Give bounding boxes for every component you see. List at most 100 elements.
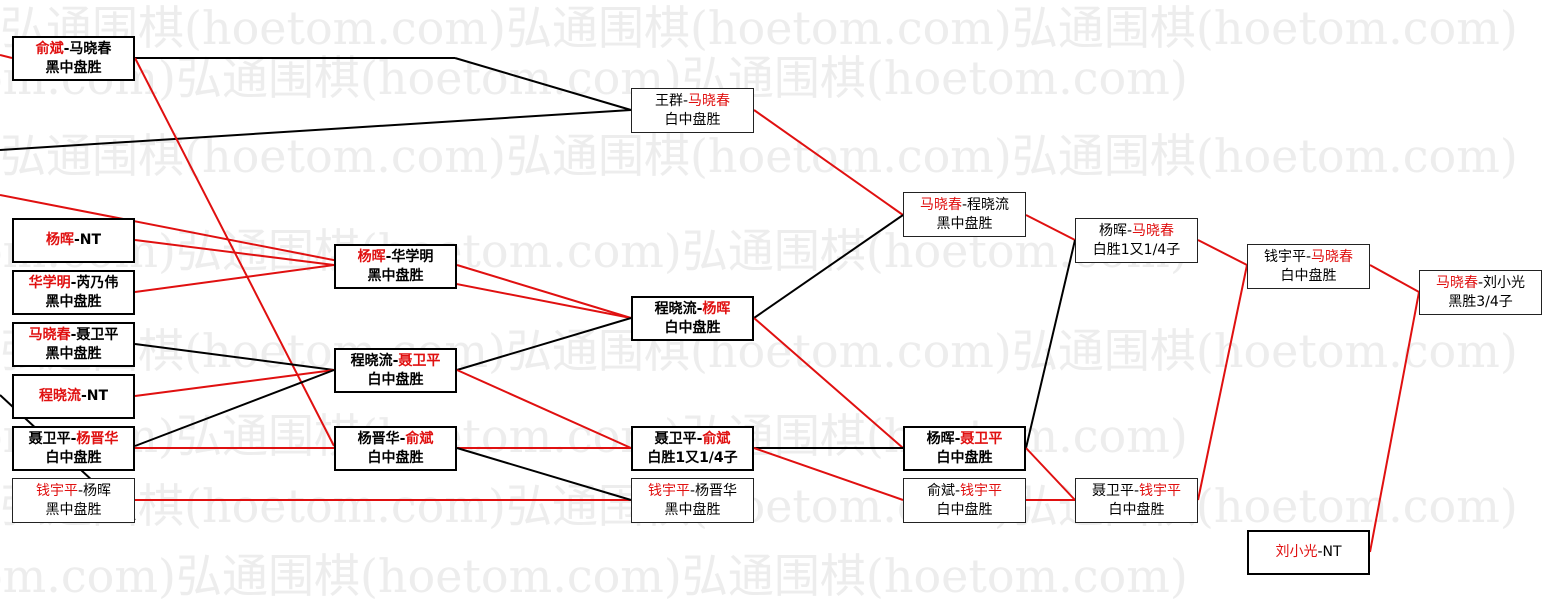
match-result: 白中盘胜 — [664, 319, 721, 336]
connector-line — [456, 369, 632, 449]
player-separator: - — [1317, 544, 1323, 560]
match-players: 聂卫平-钱宇平 — [1092, 482, 1181, 501]
player-white: 马晓春 — [1311, 248, 1354, 265]
match-box-m2: 杨晖-NT — [12, 218, 135, 263]
match-result: 白中盘胜 — [367, 371, 424, 388]
match-box-m10: 杨晋华-俞斌白中盘胜 — [334, 426, 457, 471]
player-separator: - — [1133, 482, 1140, 499]
match-result: 白胜1又1/4子 — [1092, 241, 1181, 258]
player-white: 钱宇平 — [960, 482, 1003, 499]
player-black: 程晓流 — [350, 352, 393, 369]
connector-line — [1025, 239, 1076, 449]
player-black: 聂卫平 — [28, 430, 71, 447]
connector-line — [134, 343, 335, 371]
player-white: 马晓春 — [1132, 222, 1175, 239]
player-black: 程晓流 — [38, 388, 81, 404]
match-result: 白中盘胜 — [1108, 501, 1165, 518]
connector-line — [1025, 214, 1076, 241]
connector-line — [1369, 264, 1420, 293]
connector-line — [134, 369, 335, 397]
player-white: 杨晖 — [83, 482, 112, 499]
player-separator: - — [73, 232, 80, 248]
connector-line — [753, 214, 904, 319]
player-separator: - — [70, 326, 77, 343]
match-box-m22: 马晓春-刘小光黑胜3/4子 — [1419, 270, 1542, 315]
player-separator: - — [385, 248, 392, 265]
match-box-m5: 程晓流-NT — [12, 374, 135, 419]
player-black: 马晓春 — [28, 326, 71, 343]
player-separator: - — [1305, 248, 1312, 265]
connector-line — [753, 109, 904, 216]
match-box-m4: 马晓春-聂卫平黑中盘胜 — [12, 322, 135, 367]
player-white: 杨晋华 — [695, 482, 738, 499]
player-separator: - — [961, 196, 968, 213]
player-white: 杨晖 — [702, 300, 731, 317]
player-white: 俞斌 — [702, 430, 731, 447]
player-white: 聂卫平 — [960, 430, 1003, 447]
connector-line — [134, 264, 335, 293]
player-white: 杨晋华 — [76, 430, 119, 447]
connector-line — [134, 239, 335, 266]
match-players: 程晓流-NT — [39, 387, 108, 406]
player-white: 俞斌 — [405, 430, 434, 447]
player-separator: - — [70, 274, 77, 291]
connector-line — [456, 264, 632, 319]
player-black: 杨晋华 — [357, 430, 400, 447]
match-result: 白中盘胜 — [664, 111, 721, 128]
match-result: 黑中盘胜 — [367, 267, 424, 284]
player-separator: - — [1477, 274, 1484, 291]
match-players: 马晓春-程晓流 — [920, 196, 1009, 215]
match-result: 白中盘胜 — [367, 449, 424, 466]
player-white: 程晓流 — [967, 196, 1010, 213]
player-separator: - — [954, 430, 961, 447]
player-white: 马晓春 — [69, 40, 112, 57]
match-players: 聂卫平-杨晋华 — [29, 430, 119, 449]
match-players: 华学明-芮乃伟 — [29, 274, 119, 293]
match-result: 黑中盘胜 — [664, 501, 721, 518]
match-result: 白中盘胜 — [936, 501, 993, 518]
connector-line — [1025, 447, 1076, 501]
match-box-m15: 马晓春-程晓流黑中盘胜 — [903, 192, 1026, 237]
player-separator: - — [77, 482, 84, 499]
player-black: 钱宇平 — [1263, 248, 1306, 265]
player-black: 聂卫平 — [654, 430, 697, 447]
match-result: 黑中盘胜 — [45, 293, 102, 310]
player-white: NT — [86, 388, 109, 404]
connector-line — [456, 447, 632, 501]
connector-line — [0, 54, 13, 59]
connector-line — [753, 447, 904, 501]
match-players: 马晓春-聂卫平 — [29, 326, 119, 345]
match-players: 马晓春-刘小光 — [1436, 274, 1525, 293]
player-black: 钱宇平 — [647, 482, 690, 499]
match-players: 杨晖-聂卫平 — [927, 430, 1003, 449]
player-white: 华学明 — [391, 248, 434, 265]
match-players: 杨晋华-俞斌 — [358, 430, 434, 449]
player-white: 芮乃伟 — [76, 274, 119, 291]
match-box-m8: 杨晖-华学明黑中盘胜 — [334, 244, 457, 289]
match-box-m18: 杨晖-马晓春白胜1又1/4子 — [1075, 218, 1198, 263]
player-black: 俞斌 — [926, 482, 955, 499]
player-separator: - — [399, 430, 406, 447]
match-result: 黑中盘胜 — [936, 215, 993, 232]
match-players: 杨晖-华学明 — [358, 248, 434, 267]
connector-line — [1197, 264, 1248, 501]
match-result: 黑中盘胜 — [45, 345, 102, 362]
match-box-m6: 聂卫平-杨晋华白中盘胜 — [12, 426, 135, 471]
player-separator: - — [63, 40, 70, 57]
match-players: 钱宇平-马晓春 — [1264, 248, 1353, 267]
match-box-m21: 刘小光-NT — [1247, 530, 1370, 575]
player-separator: - — [70, 430, 77, 447]
match-players: 钱宇平-杨晋华 — [648, 482, 737, 501]
player-black: 俞斌 — [35, 40, 64, 57]
player-separator: - — [696, 430, 703, 447]
player-black: 华学明 — [28, 274, 71, 291]
connector-line — [753, 317, 904, 449]
player-white: 钱宇平 — [1139, 482, 1182, 499]
connector-line — [454, 57, 632, 111]
player-separator: - — [954, 482, 961, 499]
match-result: 黑中盘胜 — [45, 59, 102, 76]
player-separator: - — [689, 482, 696, 499]
match-players: 程晓流-杨晖 — [655, 300, 731, 319]
match-box-m9: 程晓流-聂卫平白中盘胜 — [334, 348, 457, 393]
